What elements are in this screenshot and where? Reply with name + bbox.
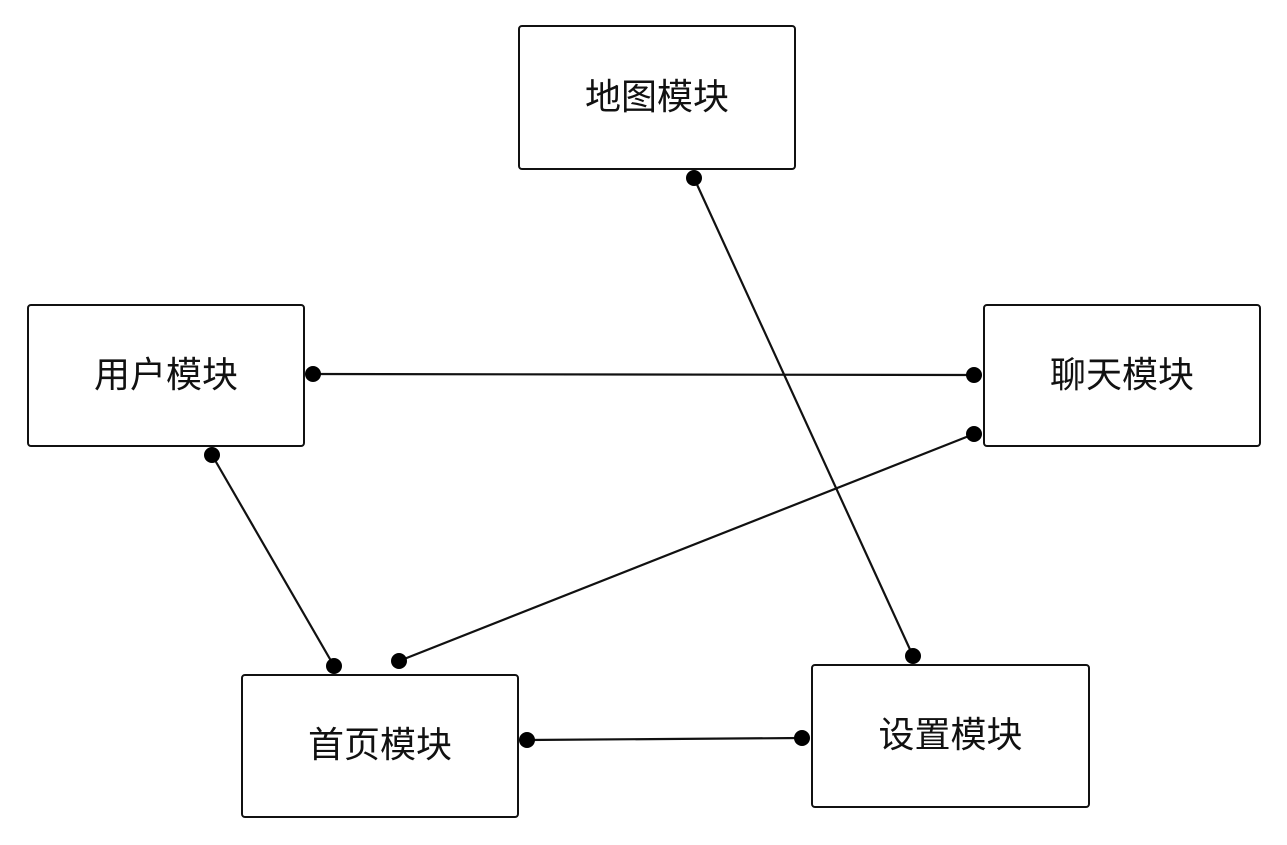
chat-module-label: 聊天模块	[1049, 354, 1194, 396]
connector-home-settings	[526, 736, 803, 742]
connector-endpoint	[204, 447, 220, 463]
connector-endpoint	[966, 367, 982, 383]
connector-endpoint	[326, 658, 342, 674]
connector-user-chat	[312, 372, 975, 377]
map-module-box[interactable]: 地图模块	[518, 25, 796, 170]
home-module-label: 首页模块	[307, 725, 452, 766]
connector-endpoint	[686, 170, 702, 186]
settings-module-box[interactable]: 设置模块	[811, 664, 1090, 808]
connector-endpoint	[391, 653, 407, 669]
settings-module-label: 设置模块	[878, 715, 1023, 756]
user-module-label: 用户模块	[93, 354, 238, 396]
connector-endpoint	[966, 426, 982, 442]
connector-endpoint	[794, 730, 810, 746]
connector-endpoint	[305, 366, 321, 382]
connector-chat-home	[398, 432, 975, 663]
chat-module-box[interactable]: 聊天模块	[983, 304, 1261, 447]
user-module-box[interactable]: 用户模块	[27, 304, 305, 447]
connector-user-home	[211, 454, 335, 667]
connector-endpoint	[519, 732, 535, 748]
connector-endpoint	[905, 648, 921, 664]
home-module-box[interactable]: 首页模块	[241, 674, 519, 818]
connector-map-settings	[692, 177, 915, 657]
map-module-label: 地图模块	[584, 76, 729, 118]
